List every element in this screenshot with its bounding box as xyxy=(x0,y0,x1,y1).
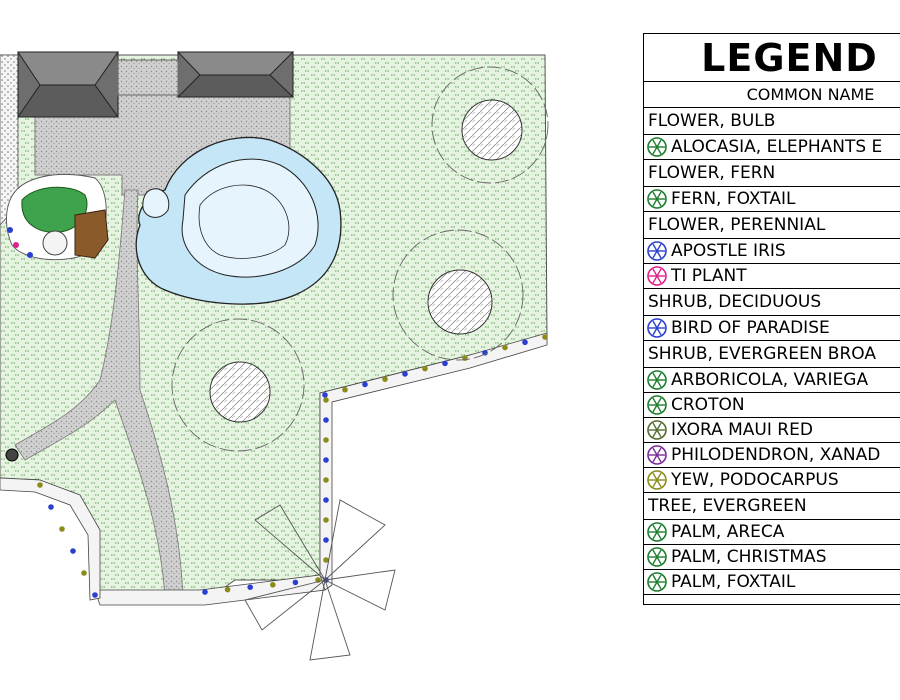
plant-marker xyxy=(59,526,65,532)
legend-column-header: COMMON NAME xyxy=(644,82,900,108)
legend-item-label: CROTON xyxy=(671,394,745,415)
plant-marker xyxy=(323,397,329,403)
pool xyxy=(135,136,342,305)
legend-item: PALM, CHRISTMAS xyxy=(644,545,900,570)
plant-marker xyxy=(323,437,329,443)
plant-marker xyxy=(224,586,231,593)
legend-item: ALOCASIA, ELEPHANTS E xyxy=(644,135,900,160)
legend-category: FLOWER, PERENNIAL xyxy=(644,212,900,239)
plant-marker xyxy=(247,584,253,590)
legend-item-label: PALM, FOXTAIL xyxy=(671,571,796,592)
border-plant-markers xyxy=(37,334,548,598)
plant-marker xyxy=(323,537,329,543)
legend-item: PHILODENDRON, XANAD xyxy=(644,443,900,468)
legend-item: IXORA MAUI RED xyxy=(644,418,900,443)
arboricola-icon xyxy=(647,370,667,390)
plant-marker xyxy=(323,497,329,503)
legend-item-label: IXORA MAUI RED xyxy=(671,419,813,440)
legend-item-label: YEW, PODOCARPUS xyxy=(671,469,839,490)
tree-canopy-3 xyxy=(171,318,305,452)
legend-item-label: ALOCASIA, ELEPHANTS E xyxy=(671,136,883,157)
plant-marker xyxy=(362,381,368,388)
legend-item: FERN, FOXTAIL xyxy=(644,187,900,212)
legend-item: TI PLANT xyxy=(644,264,900,289)
plant-marker xyxy=(92,592,98,598)
plant-marker xyxy=(48,504,54,510)
legend-item: APOSTLE IRIS xyxy=(644,239,900,264)
fern-icon xyxy=(647,189,667,209)
plant-marker xyxy=(323,557,329,563)
legend-item: CROTON xyxy=(644,393,900,418)
plant-marker xyxy=(502,344,508,351)
bird-of-paradise-icon xyxy=(647,318,667,338)
garden-bed xyxy=(6,174,109,261)
tree-canopy-2 xyxy=(392,229,524,361)
legend-category: TREE, EVERGREEN xyxy=(644,493,900,520)
drain-icon xyxy=(5,448,19,462)
plant-marker xyxy=(292,579,299,586)
legend-item: YEW, PODOCARPUS xyxy=(644,468,900,493)
plant-marker xyxy=(322,392,328,398)
yew-icon xyxy=(647,470,667,490)
legend-item-label: FERN, FOXTAIL xyxy=(671,188,796,209)
plant-marker xyxy=(70,548,76,554)
palm-foxtail-icon xyxy=(647,572,667,592)
plant-marker xyxy=(342,386,348,393)
plant-marker xyxy=(323,417,329,423)
ti-plant-icon xyxy=(647,266,667,286)
legend-title: LEGEND xyxy=(644,34,900,82)
plant-marker xyxy=(402,371,408,377)
plant-marker xyxy=(323,457,329,463)
plant-marker xyxy=(323,477,329,483)
legend-item: PALM, ARECA xyxy=(644,520,900,545)
legend-item: ARBORICOLA, VARIEGA xyxy=(644,368,900,393)
palm-christmas-icon xyxy=(647,547,667,567)
house-roof xyxy=(17,51,295,118)
legend-item-label: TI PLANT xyxy=(671,265,747,286)
legend-category: SHRUB, EVERGREEN BROA xyxy=(644,341,900,368)
plant-marker xyxy=(482,350,488,356)
legend-item: PALM, FOXTAIL xyxy=(644,570,900,595)
plant-marker xyxy=(81,570,87,576)
walkway-path xyxy=(14,189,184,599)
palm-canopy xyxy=(244,499,396,661)
apostle-iris-icon xyxy=(647,241,667,261)
plant-marker xyxy=(382,376,388,382)
legend-category: SHRUB, DECIDUOUS xyxy=(644,289,900,316)
croton-icon xyxy=(647,395,667,415)
legend-item-label: PHILODENDRON, XANAD xyxy=(671,444,881,465)
landscape-site-plan xyxy=(0,51,549,661)
plant-marker xyxy=(442,360,448,367)
legend-item: BIRD OF PARADISE xyxy=(644,316,900,341)
plant-marker xyxy=(323,517,329,523)
plant-marker xyxy=(422,365,428,372)
tree-canopy-1 xyxy=(431,66,549,184)
plant-marker xyxy=(522,339,528,346)
legend-category: FLOWER, BULB xyxy=(644,108,900,135)
planting-bed-border-left xyxy=(0,477,101,601)
alocasia-icon xyxy=(647,137,667,157)
plant-marker xyxy=(270,582,276,588)
legend-item-label: BIRD OF PARADISE xyxy=(671,317,830,338)
plant-marker xyxy=(542,334,548,340)
legend-item-label: ARBORICOLA, VARIEGA xyxy=(671,369,869,390)
philodendron-icon xyxy=(647,445,667,465)
plant-marker xyxy=(37,482,43,488)
legend-item-label: APOSTLE IRIS xyxy=(671,240,786,261)
legend-item-label: PALM, CHRISTMAS xyxy=(671,546,827,567)
legend-category: FLOWER, FERN xyxy=(644,160,900,187)
ixora-icon xyxy=(647,420,667,440)
palm-areca-icon xyxy=(647,522,667,542)
legend-item-label: PALM, ARECA xyxy=(671,521,785,542)
plant-marker xyxy=(202,589,208,595)
